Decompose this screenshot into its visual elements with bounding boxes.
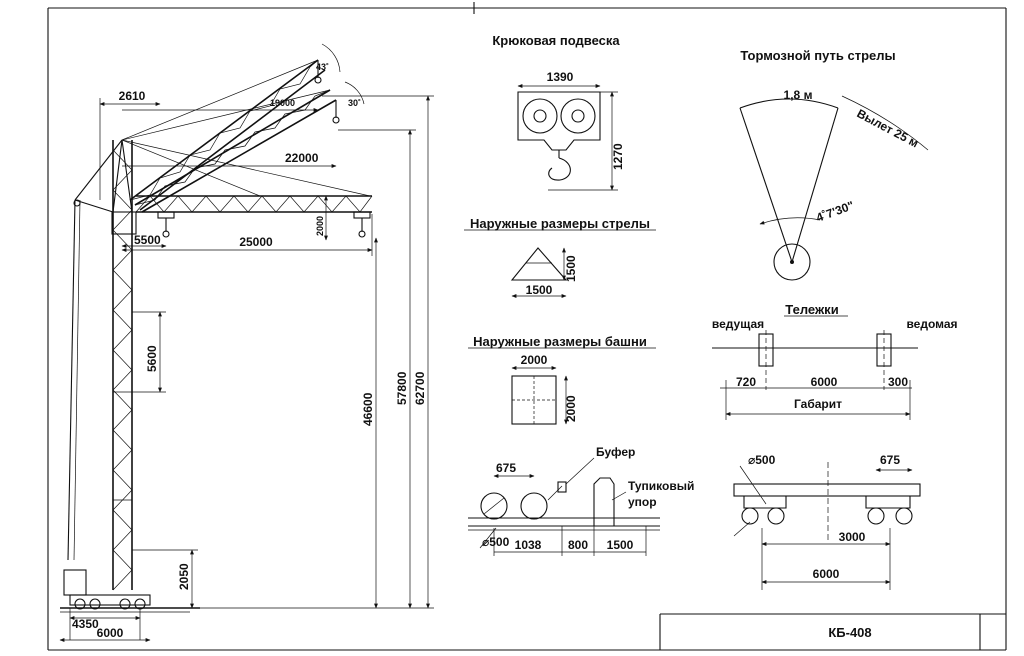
dim-section-height: 5600	[145, 345, 159, 372]
dim-height-max: 62700	[413, 371, 427, 405]
brake-reach: Вылет 25 м	[855, 106, 921, 150]
dim-boom-height: 2000	[315, 216, 325, 236]
dim-height-mid: 57800	[395, 371, 409, 405]
crane-elevation	[60, 43, 373, 613]
brake-title: Тормозной путь стрелы	[740, 48, 895, 63]
bogies-driven-label: ведомая	[906, 317, 957, 331]
tower-section-width: 2000	[521, 353, 548, 367]
buffer-label: Буфер	[596, 445, 635, 459]
drawing-frame	[47, 2, 1007, 651]
tower-section: Наружные размеры башни 2000 2000	[468, 334, 656, 425]
buffer-wheel-spacing: 675	[496, 461, 516, 475]
chassis-wheel-spacing: 675	[880, 453, 900, 467]
tower-section-title: Наружные размеры башни	[473, 334, 647, 349]
hook-block-height: 1270	[611, 143, 625, 170]
dim-base-width: 6000	[97, 626, 124, 640]
bogies-right-dim: 300	[888, 375, 908, 389]
bogies-overall: Габарит	[794, 397, 842, 411]
chassis-wheel-diameter: ⌀500	[748, 453, 776, 467]
bogies-left-dim: 720	[736, 375, 756, 389]
dim-tail-radius: 2610	[119, 89, 146, 103]
dim-angle-mid: 30˚	[348, 98, 361, 108]
dim-tower-offset: 5500	[134, 233, 161, 247]
buffer-dim-3: 1500	[607, 538, 634, 552]
bogies-driving-label: ведущая	[712, 317, 764, 331]
buffer-stop: Буфер Тупиковый упор 675 ⌀500 1038 800 1…	[468, 445, 694, 556]
dim-angle-high: 43˚	[316, 62, 329, 72]
chassis-overall: 6000	[813, 567, 840, 581]
dim-height-horizontal: 46600	[361, 392, 375, 426]
brake-path: Тормозной путь стрелы 1,8 м Вылет 25 м 4…	[739, 48, 929, 281]
dim-max-reach: 25000	[239, 235, 273, 249]
dim-hook-reach-raised: 19000	[270, 98, 295, 108]
stamp-label: КБ-408	[828, 625, 871, 640]
chassis: ⌀500 675 3000 6000	[733, 453, 921, 590]
boom-section-height: 1500	[564, 255, 578, 282]
bogies: Тележки ведущая ведомая 720 6000 300 Габ…	[712, 302, 958, 420]
chassis-axle-distance: 3000	[839, 530, 866, 544]
tower-section-height: 2000	[564, 395, 578, 422]
buffer-dim-2: 800	[568, 538, 588, 552]
brake-angle: 4˚7'30"	[814, 198, 856, 225]
dim-track-gauge: 4350	[72, 617, 99, 631]
bogies-title: Тележки	[785, 302, 838, 317]
dim-hook-reach-mid: 22000	[285, 151, 319, 165]
boom-section: Наружные размеры стрелы 1500 1500	[464, 216, 656, 298]
brake-arc: 1,8 м	[784, 88, 813, 102]
dim-base-height: 2050	[177, 563, 191, 590]
buffer-wheel-diameter: ⌀500	[482, 535, 510, 549]
stop-label-2: упор	[628, 495, 657, 509]
hook-block-title: Крюковая подвеска	[492, 33, 620, 48]
boom-section-title: Наружные размеры стрелы	[470, 216, 650, 231]
bogies-middle-dim: 6000	[811, 375, 838, 389]
buffer-dim-1: 1038	[515, 538, 542, 552]
boom-section-width: 1500	[526, 283, 553, 297]
title-block: КБ-408	[659, 613, 1006, 650]
stop-label: Тупиковый	[628, 479, 694, 493]
hook-block: Крюковая подвеска 1390 1270	[492, 33, 625, 191]
crane-dimensions: 2610 43˚ 30˚ 19000 22000 2000 5500 25000…	[59, 62, 434, 642]
hook-block-width: 1390	[547, 70, 574, 84]
